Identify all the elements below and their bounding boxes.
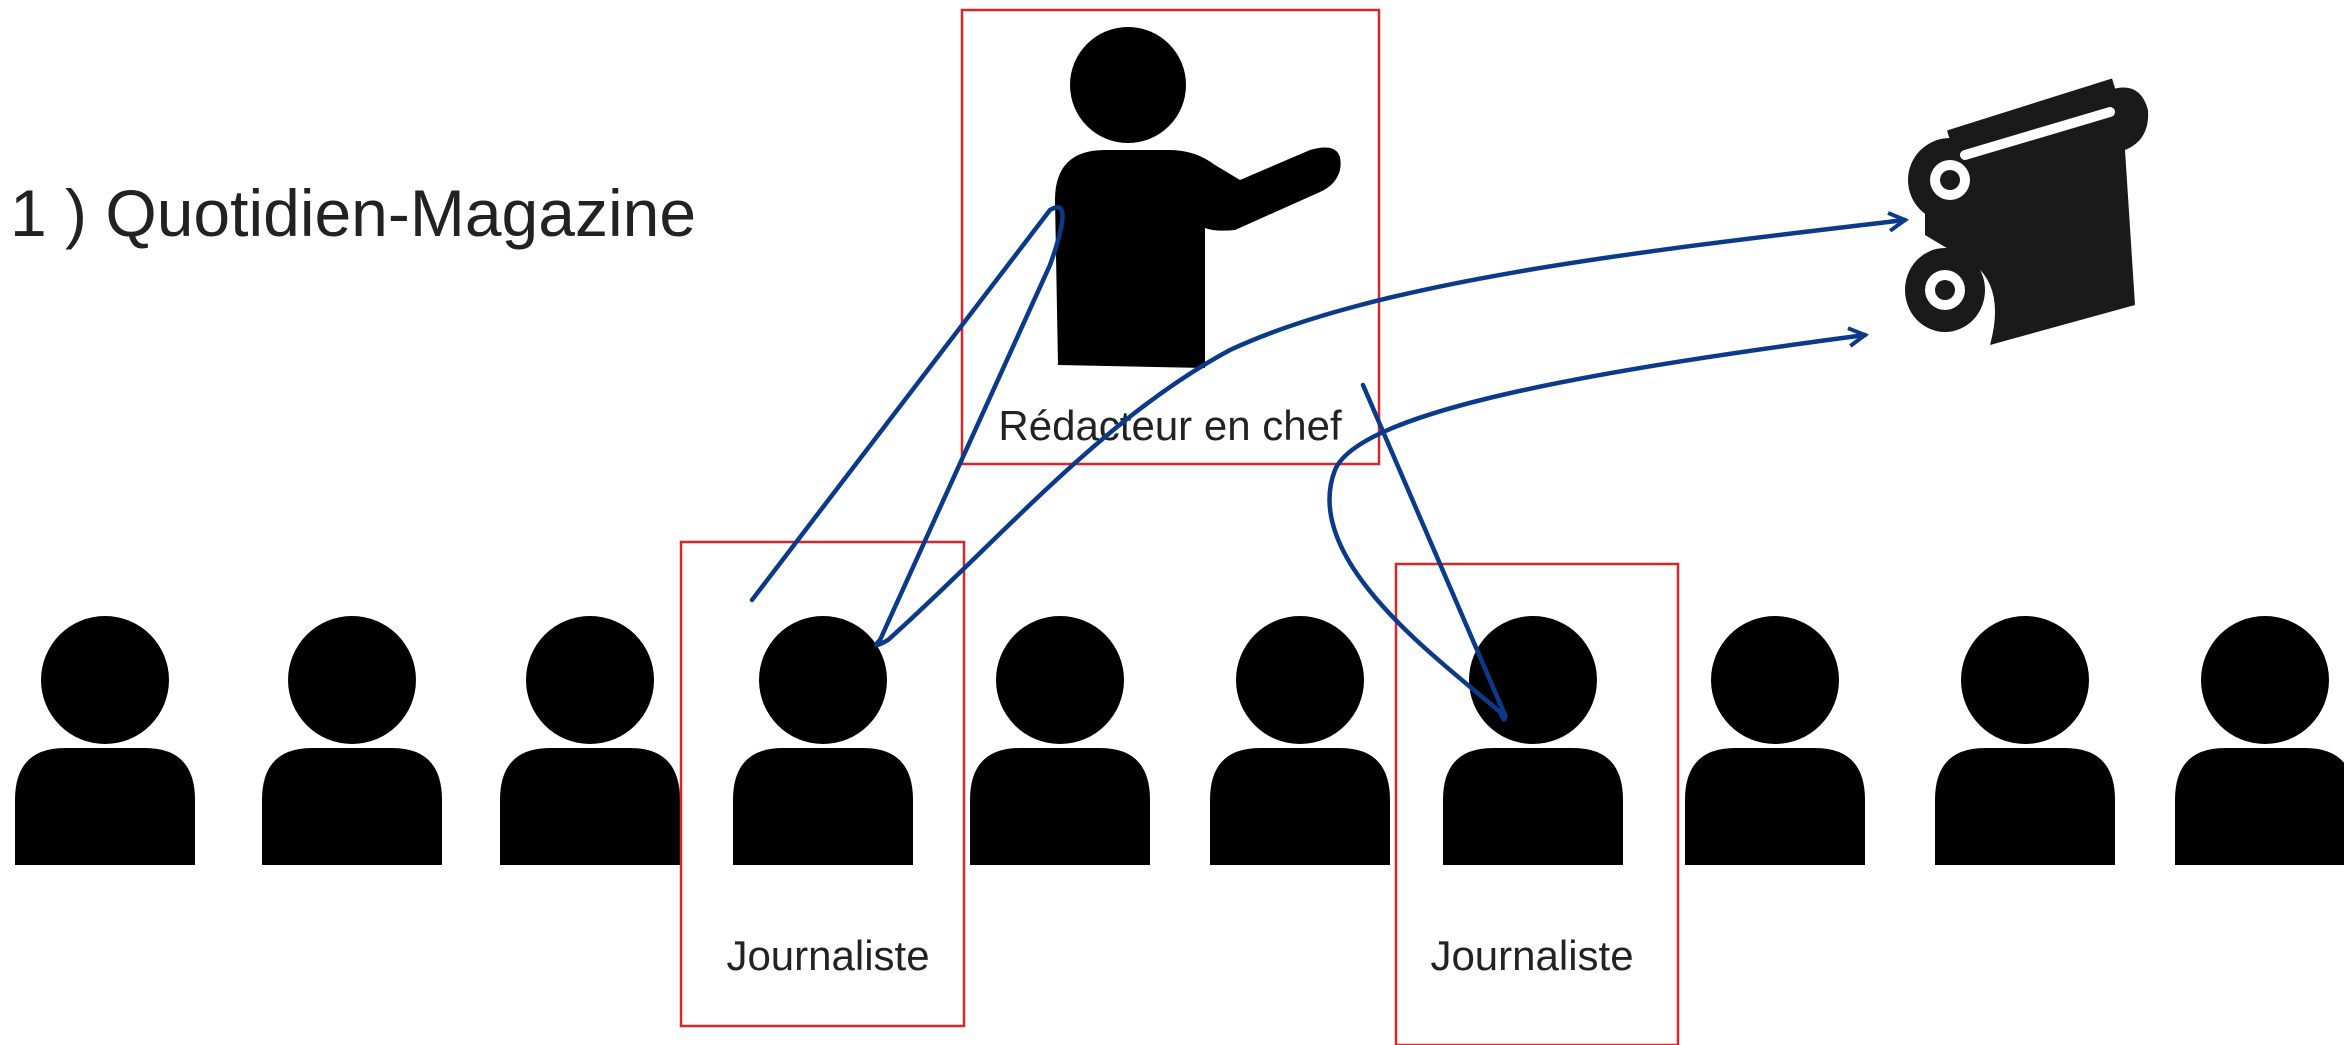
person-icon bbox=[1685, 616, 1865, 865]
person-icon bbox=[500, 616, 680, 865]
person-icon bbox=[1935, 616, 2115, 865]
person-icon bbox=[733, 616, 913, 865]
journalist-label-2: Journaliste bbox=[1430, 932, 1633, 979]
presenter-icon bbox=[1055, 27, 1341, 368]
arrow-journalist1-to-press bbox=[749, 205, 1905, 648]
journalists-crowd bbox=[15, 616, 2344, 865]
person-icon bbox=[970, 616, 1150, 865]
person-icon bbox=[262, 616, 442, 865]
editor-box bbox=[960, 8, 1381, 466]
highlight-boxes bbox=[679, 8, 1680, 1045]
journalist-box-2 bbox=[1394, 562, 1680, 1045]
journalist-box-1 bbox=[679, 540, 966, 1028]
person-icon bbox=[1443, 616, 1623, 865]
flow-arrows bbox=[749, 205, 1905, 722]
person-icon bbox=[2175, 616, 2344, 865]
arrow-editor-to-journalist2-to-press bbox=[1327, 335, 1865, 722]
journalist-label-1: Journaliste bbox=[726, 932, 929, 979]
editor-label: Rédacteur en chef bbox=[998, 402, 1342, 449]
person-icon bbox=[1210, 616, 1390, 865]
printing-press-roll-icon bbox=[1905, 78, 2149, 345]
diagram-title: 1 ) Quotidien-Magazine bbox=[10, 176, 697, 250]
person-icon bbox=[15, 616, 195, 865]
